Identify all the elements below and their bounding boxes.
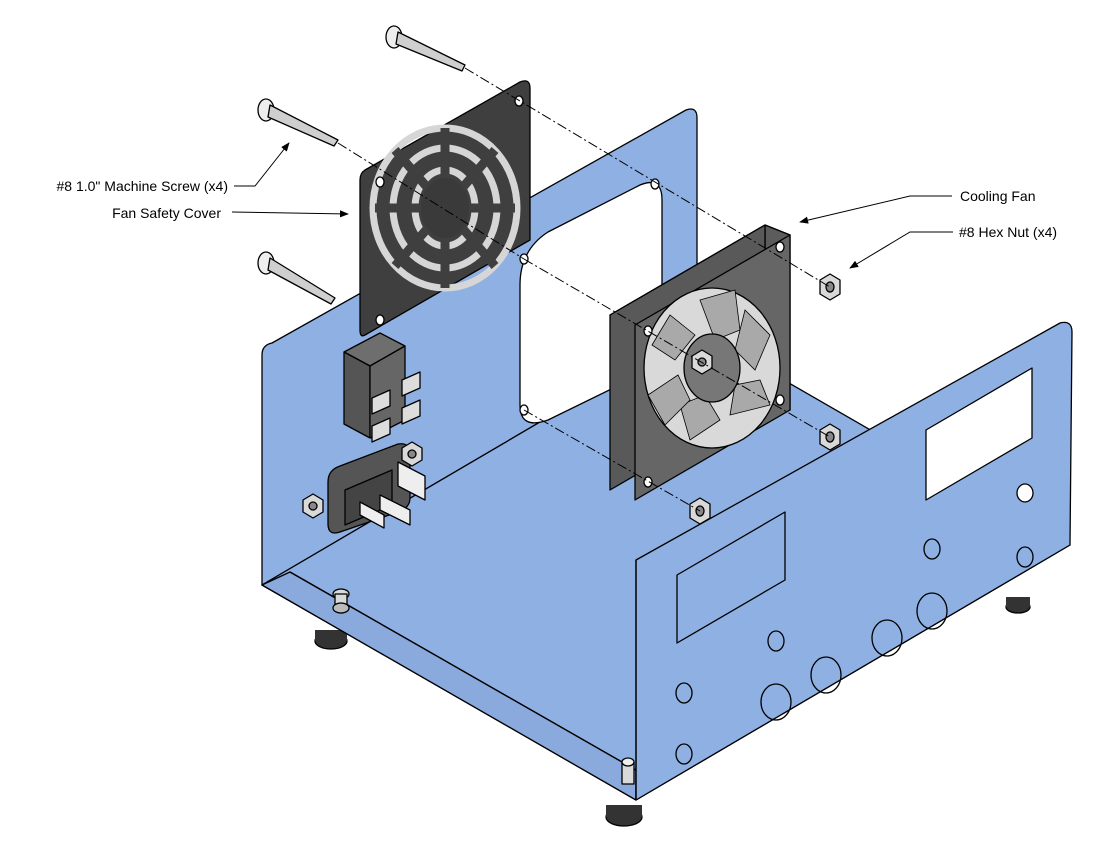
right-panel-holes (675, 483, 1034, 765)
label-hex-nut: #8 Hex Nut (x4) (959, 224, 1057, 240)
callout-cooling-fan: Cooling Fan (799, 188, 1036, 224)
back-hole-2 (650, 178, 660, 190)
machine-screw-1 (385, 25, 466, 72)
relay-switch (343, 332, 421, 443)
callout-fan-cover: Fan Safety Cover (112, 205, 349, 221)
label-fan-cover: Fan Safety Cover (112, 205, 221, 221)
label-cooling-fan: Cooling Fan (960, 188, 1036, 204)
machine-screw-3 (257, 251, 336, 305)
ground-screw-floor (332, 588, 350, 614)
label-machine-screw: #8 1.0" Machine Screw (x4) (57, 178, 229, 194)
inlet-nut-left (302, 493, 324, 519)
fan-safety-cover (359, 80, 531, 337)
machine-screw-2 (257, 98, 339, 147)
ground-screw-front (621, 757, 635, 785)
inlet-nut-right (401, 441, 423, 467)
callout-machine-screw: #8 1.0" Machine Screw (x4) (57, 142, 290, 194)
rubber-feet (314, 597, 1031, 827)
power-inlet (302, 441, 426, 534)
center-lines (337, 67, 831, 512)
right-panel-cutout-upper (925, 367, 1033, 501)
right-panel-display-cutout (676, 511, 786, 644)
hex-nut-1 (819, 273, 841, 301)
hex-nut-2 (819, 423, 841, 451)
callout-hex-nut: #8 Hex Nut (x4) (849, 224, 1057, 269)
